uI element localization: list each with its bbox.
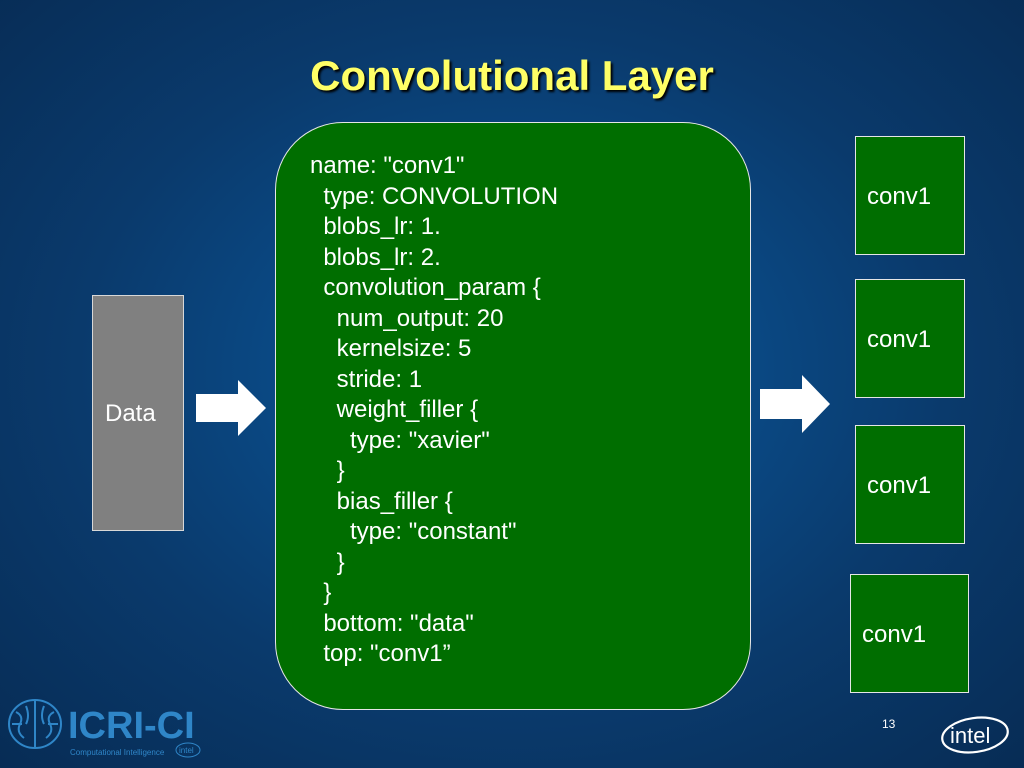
code-line: top: "conv1” bbox=[310, 640, 451, 667]
code-line: bias_filler { bbox=[310, 487, 453, 515]
code-line: name: "conv1" bbox=[310, 152, 465, 179]
data-input-label: Data bbox=[105, 400, 156, 427]
org-name: ICRI-CI bbox=[68, 705, 195, 747]
code-line: bottom: "data" bbox=[310, 609, 474, 637]
input-arrow-icon bbox=[196, 380, 266, 436]
page-number: 13 bbox=[882, 717, 896, 731]
output-label: conv1 bbox=[867, 183, 932, 210]
output-conv1-box: conv1 bbox=[855, 425, 965, 544]
intel-logo-icon: intel bbox=[941, 716, 1009, 754]
code-line: kernelsize: 5 bbox=[310, 335, 472, 362]
code-line: type: CONVOLUTION bbox=[310, 182, 559, 210]
intel-wordmark: intel bbox=[950, 723, 990, 748]
code-line: } bbox=[310, 457, 345, 484]
code-line: type: "constant" bbox=[310, 518, 517, 545]
icri-ci-logo: ICRI-CI Computational Intelligence intel bbox=[8, 699, 201, 758]
code-line: type: "xavier" bbox=[310, 426, 490, 454]
layer-definition-code: name: "conv1" type: CONVOLUTION blobs_lr… bbox=[310, 151, 558, 670]
output-label: conv1 bbox=[867, 326, 932, 353]
output-label: conv1 bbox=[867, 472, 932, 499]
data-input-box: Data bbox=[92, 295, 184, 531]
code-line: blobs_lr: 1. bbox=[310, 213, 441, 240]
code-line: convolution_param { bbox=[310, 274, 541, 301]
org-subtitle: Computational Intelligence bbox=[70, 748, 165, 757]
layer-definition-box: name: "conv1" type: CONVOLUTION blobs_lr… bbox=[275, 122, 751, 710]
brain-icon bbox=[8, 699, 62, 749]
output-label: conv1 bbox=[862, 621, 927, 648]
output-arrow-icon bbox=[760, 375, 830, 433]
slide-title: Convolutional Layer bbox=[310, 52, 714, 99]
output-conv1-box: conv1 bbox=[855, 136, 965, 255]
code-line: blobs_lr: 2. bbox=[310, 243, 441, 271]
code-line: stride: 1 bbox=[310, 365, 423, 393]
code-line: } bbox=[310, 548, 345, 576]
code-line: weight_filler { bbox=[310, 396, 479, 423]
sponsor-small: intel bbox=[179, 746, 194, 755]
output-conv1-box: conv1 bbox=[855, 279, 965, 398]
code-line: num_output: 20 bbox=[310, 304, 504, 332]
code-line: } bbox=[310, 579, 332, 606]
output-conv1-box: conv1 bbox=[850, 574, 969, 693]
